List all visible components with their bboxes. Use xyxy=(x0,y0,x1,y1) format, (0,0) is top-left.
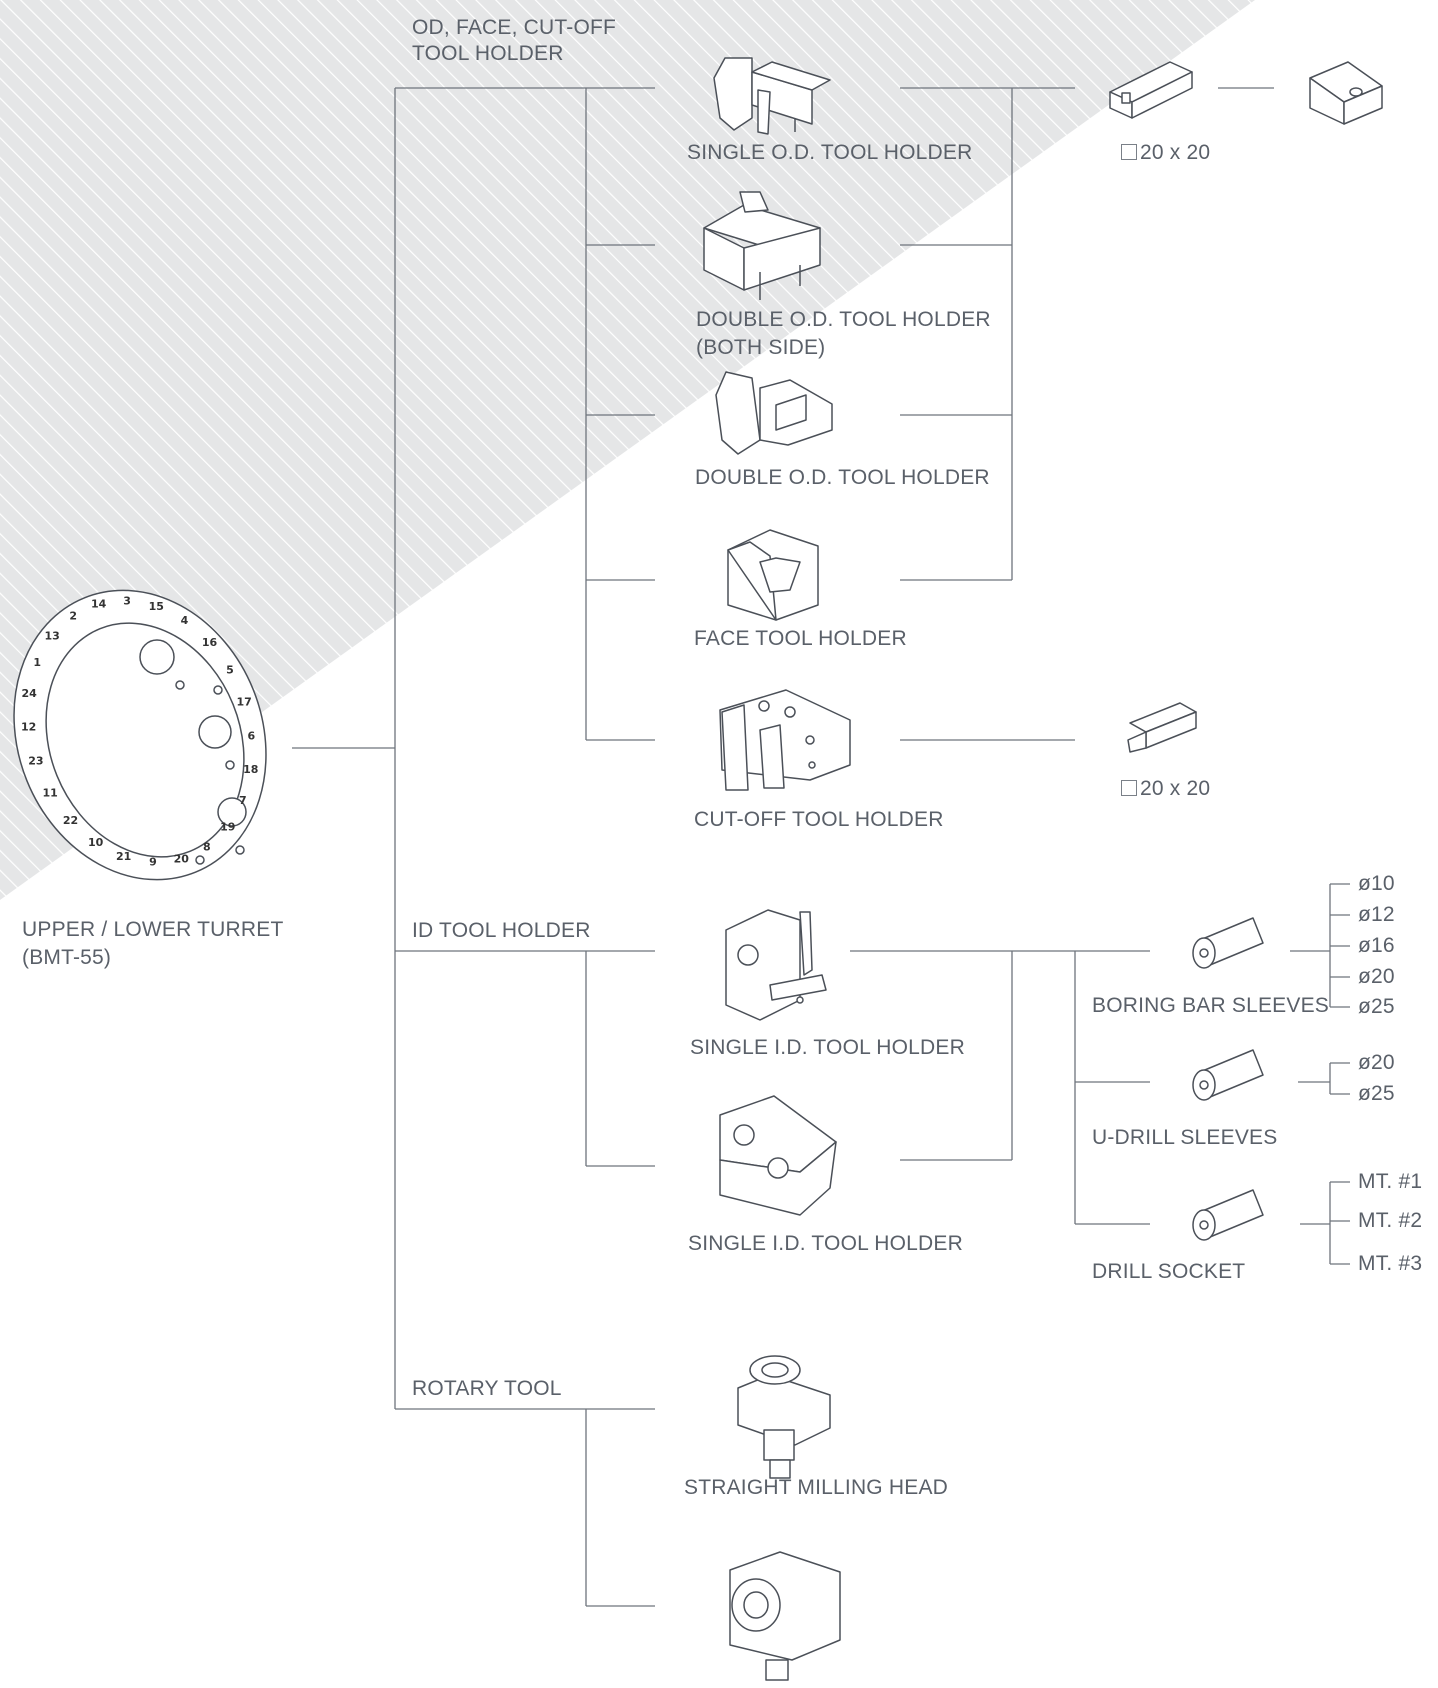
turret-number: 24 xyxy=(22,687,38,700)
turret-number: 18 xyxy=(243,763,258,776)
double-od-both-side-label: DOUBLE O.D. TOOL HOLDER xyxy=(696,306,991,334)
turret-number: 16 xyxy=(202,636,218,649)
boring-size-3: ø16 xyxy=(1358,932,1395,960)
double-od-both-side-sub: (BOTH SIDE) xyxy=(696,334,825,362)
drill-socket-drawing xyxy=(1193,1190,1263,1240)
turret-number: 2 xyxy=(69,610,77,623)
square-icon xyxy=(1121,780,1137,796)
u-drill-sleeves-label: U-DRILL SLEEVES xyxy=(1092,1124,1277,1152)
turret-number: 6 xyxy=(247,730,255,743)
turret-number: 5 xyxy=(226,664,234,677)
branch-od-face-cutoff-line1: OD, FACE, CUT-OFF xyxy=(412,14,616,42)
turret-number: 8 xyxy=(203,840,211,853)
double-od-holder-drawing xyxy=(716,372,832,454)
u-drill-sleeve-drawing xyxy=(1193,1050,1263,1100)
boring-size-4: ø20 xyxy=(1358,963,1395,991)
turret-number: 10 xyxy=(88,836,104,849)
branch-rotary-label: ROTARY TOOL xyxy=(412,1375,562,1403)
turret-number: 19 xyxy=(220,821,235,834)
face-holder-drawing xyxy=(728,530,818,620)
drill-socket-label: DRILL SOCKET xyxy=(1092,1258,1245,1286)
turret-number: 13 xyxy=(45,630,60,643)
single-id-holder-2-drawing xyxy=(720,1096,836,1215)
turret-number: 15 xyxy=(149,600,164,613)
turret-number: 23 xyxy=(28,755,43,768)
turret-number: 12 xyxy=(21,721,36,734)
single-id-holder-1-label: SINGLE I.D. TOOL HOLDER xyxy=(690,1034,965,1062)
turret-model: (BMT-55) xyxy=(22,944,111,972)
od-tool-size: 20 x 20 xyxy=(1121,139,1210,167)
socket-size-2: MT. #2 xyxy=(1358,1207,1422,1235)
turret-number: 9 xyxy=(149,856,157,869)
branch-od-face-cutoff-line2: TOOL HOLDER xyxy=(412,40,564,68)
single-id-holder-2-label: SINGLE I.D. TOOL HOLDER xyxy=(688,1230,963,1258)
od-wedge-drawing xyxy=(1310,62,1382,124)
cutoff-holder-drawing xyxy=(720,690,850,790)
cutoff-tool-size-text: 20 x 20 xyxy=(1140,777,1210,800)
turret-number: 7 xyxy=(239,794,247,807)
square-icon xyxy=(1121,144,1137,160)
turret-number: 1 xyxy=(33,656,41,669)
turret-label: UPPER / LOWER TURRET xyxy=(22,916,283,944)
udrill-size-2: ø25 xyxy=(1358,1080,1395,1108)
boring-bar-sleeve-drawing xyxy=(1193,918,1263,968)
udrill-size-1: ø20 xyxy=(1358,1049,1395,1077)
single-id-holder-1-drawing xyxy=(726,910,826,1020)
boring-size-2: ø12 xyxy=(1358,901,1395,929)
turret-drawing: 13 2 14 3 15 4 16 5 17 6 18 7 19 8 20 9 21 10 22 11 23 12 24 1 xyxy=(0,552,309,918)
branch-id-label: ID TOOL HOLDER xyxy=(412,917,591,945)
od-tool-size-text: 20 x 20 xyxy=(1140,141,1210,164)
double-od-holder-label: DOUBLE O.D. TOOL HOLDER xyxy=(695,464,990,492)
boring-size-5: ø25 xyxy=(1358,993,1395,1021)
turret-number: 21 xyxy=(116,850,131,863)
cutoff-holder-label: CUT-OFF TOOL HOLDER xyxy=(694,806,944,834)
socket-size-3: MT. #3 xyxy=(1358,1250,1422,1278)
turret-number: 3 xyxy=(123,594,131,607)
turret-number: 14 xyxy=(91,598,107,611)
boring-size-1: ø10 xyxy=(1358,870,1395,898)
single-od-holder-label: SINGLE O.D. TOOL HOLDER xyxy=(687,139,972,167)
turret-number: 17 xyxy=(236,696,251,709)
double-od-both-side-holder-drawing xyxy=(704,192,820,300)
turret-number: 11 xyxy=(42,786,57,799)
cutoff-blade-drawing xyxy=(1128,703,1196,752)
od-tool-bit-drawing xyxy=(1110,62,1192,118)
single-od-holder-drawing xyxy=(714,58,830,134)
straight-milling-head-drawing xyxy=(738,1356,830,1478)
boring-bar-sleeves-label: BORING BAR SLEEVES xyxy=(1092,992,1329,1020)
turret-number: 22 xyxy=(63,814,78,827)
cutoff-tool-size: 20 x 20 xyxy=(1121,775,1210,803)
turret-number: 4 xyxy=(181,614,189,627)
turret-number: 20 xyxy=(174,852,190,865)
face-holder-label: FACE TOOL HOLDER xyxy=(694,625,907,653)
angle-milling-head-drawing xyxy=(730,1552,840,1680)
straight-milling-head-label: STRAIGHT MILLING HEAD xyxy=(684,1474,948,1502)
socket-size-1: MT. #1 xyxy=(1358,1168,1422,1196)
